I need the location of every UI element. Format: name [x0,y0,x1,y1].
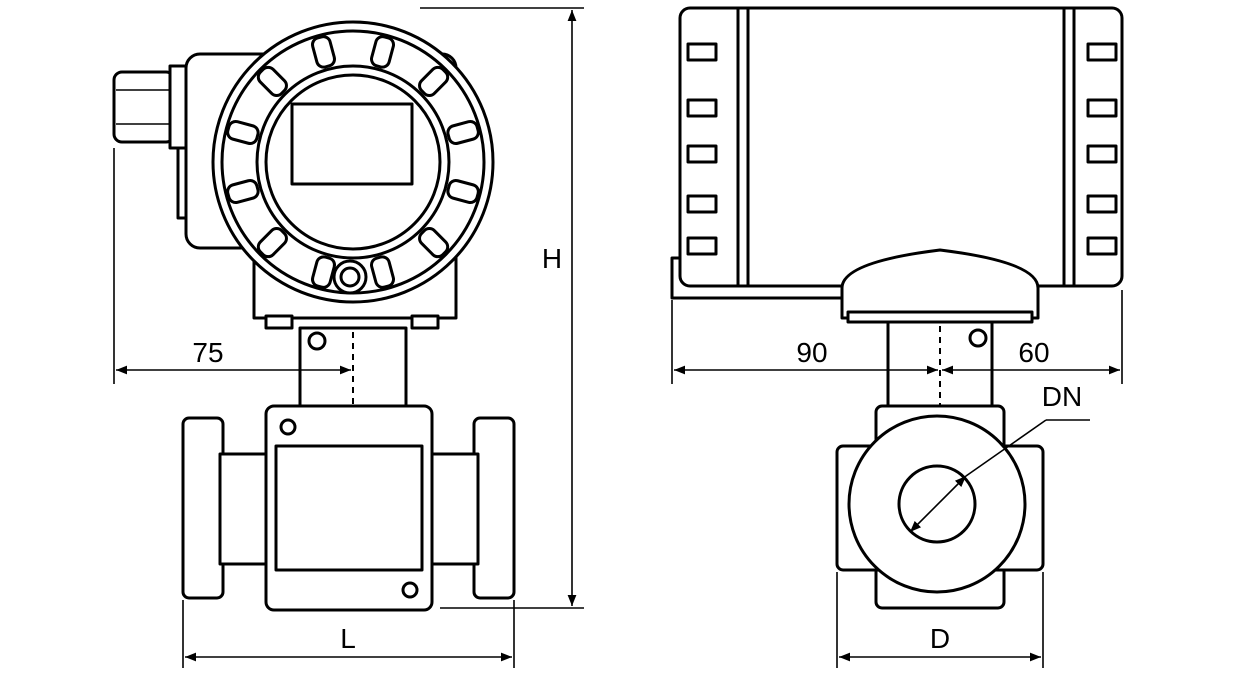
housing-notch [1086,194,1118,214]
housing-notch [1086,236,1118,256]
cover-slot [446,119,480,145]
housing-notch [686,194,718,214]
housing-notch [686,236,718,256]
front-view [112,20,516,612]
cable-gland [112,64,196,220]
cover-lock-screw [332,259,368,295]
cover-slot [256,65,288,97]
cover-slot [310,255,336,289]
display-cover [211,20,495,304]
cover-slot [418,65,450,97]
housing-notch [686,42,718,62]
offset-right-1-label: 90 [796,337,827,368]
housing-dome [840,248,1040,320]
flange-right [472,416,516,600]
flange-left [181,416,225,600]
sensor-body [264,404,434,612]
housing-notch [686,98,718,118]
side-view [670,6,1124,610]
diameter-label: D [930,623,950,654]
housing-notch [1086,98,1118,118]
nominal-diameter-label: DN [1042,381,1082,412]
cover-slot [370,255,396,289]
display-window [290,102,414,186]
cover-slot [370,35,396,69]
cover-slot [256,227,288,259]
housing-side [678,6,1124,288]
cover-slot [446,179,480,205]
dimensions: H 75 L 90 60 DN D [113,7,1123,668]
housing-notch [1086,42,1118,62]
housing-notch [686,144,718,164]
cover-slot [310,35,336,69]
height-label: H [542,243,562,274]
housing-notch [1086,144,1118,164]
nominal-diameter-dimension-line [909,475,967,533]
cover-slot [418,227,450,259]
offset-left-label: 75 [192,337,223,368]
cover-slot [226,179,260,205]
offset-right-2-label: 60 [1018,337,1049,368]
cover-slot [226,119,260,145]
length-label: L [340,623,356,654]
